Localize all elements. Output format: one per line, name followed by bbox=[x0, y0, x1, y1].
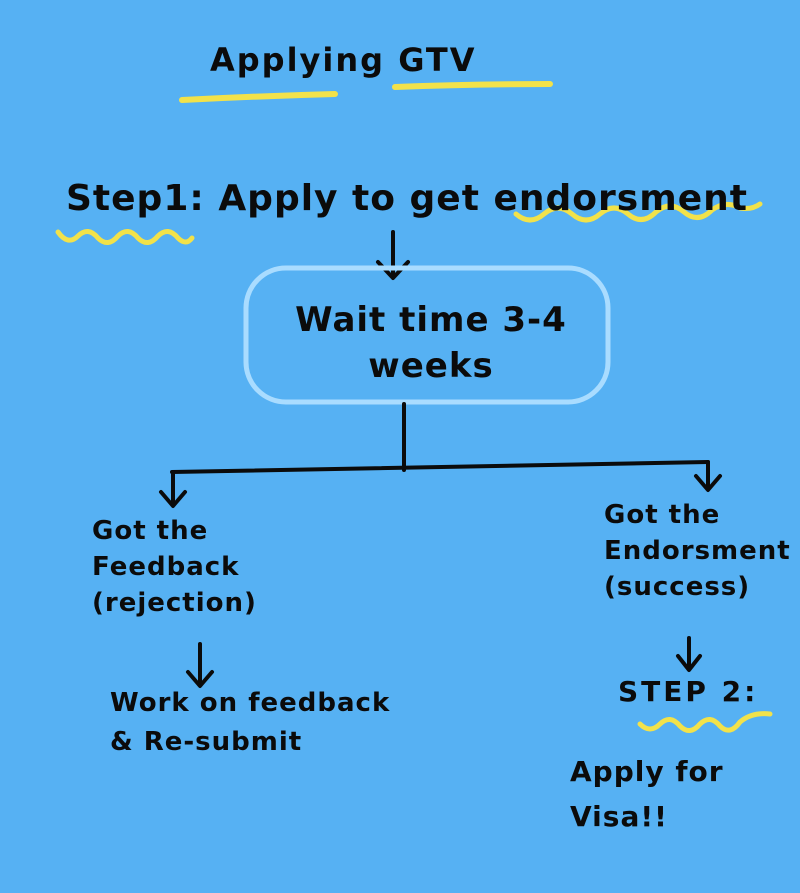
title-underline-right bbox=[392, 81, 553, 90]
left-action-line1: Work on feedback bbox=[110, 688, 391, 718]
wait-box-frame bbox=[243, 265, 611, 405]
right-branch-line2: Endorsment bbox=[604, 535, 791, 566]
connector-horizontal bbox=[170, 460, 710, 474]
right-branch-line1: Got the bbox=[604, 500, 721, 530]
arrow-right-branch-head bbox=[694, 474, 722, 492]
wait-box: Wait time 3-4 weeks bbox=[250, 298, 612, 390]
step1-text: Apply to get bbox=[204, 178, 494, 219]
left-action-line2: & Re-submit bbox=[110, 727, 303, 757]
final-line2: Visa!! bbox=[570, 799, 668, 833]
step2-squiggle bbox=[637, 711, 773, 733]
left-branch-action: Work on feedback & Re-submit bbox=[110, 684, 390, 762]
left-branch-line2: Feedback bbox=[92, 551, 240, 582]
title-underline-left bbox=[179, 91, 338, 103]
step1-highlight: endorsment bbox=[493, 178, 748, 219]
left-branch-line1: Got the bbox=[92, 516, 209, 546]
final-action: Apply for Visa!! bbox=[570, 750, 724, 840]
right-branch-outcome: Got the Endorsment (success) bbox=[604, 498, 791, 606]
arrow-right-step2-head bbox=[676, 654, 702, 672]
step2-label: STEP 2: bbox=[618, 675, 759, 708]
wait-box-line1: Wait time 3-4 bbox=[295, 300, 567, 340]
endorsment-squiggle bbox=[513, 201, 763, 223]
step1-row: Step1: Apply to get endorsment bbox=[66, 178, 748, 219]
right-branch-line3: (success) bbox=[604, 571, 751, 602]
step1-label: Step1: bbox=[66, 178, 205, 219]
left-branch-outcome: Got the Feedback (rejection) bbox=[92, 514, 257, 622]
final-line1: Apply for bbox=[570, 755, 724, 788]
left-branch-line3: (rejection) bbox=[92, 587, 257, 618]
step1-squiggle bbox=[55, 229, 195, 245]
arrow-left-branch-head bbox=[159, 490, 187, 508]
arrow-left-action-head bbox=[186, 670, 214, 688]
diagram-title: Applying GTV bbox=[210, 41, 477, 79]
wait-box-line2: weeks bbox=[368, 345, 494, 386]
